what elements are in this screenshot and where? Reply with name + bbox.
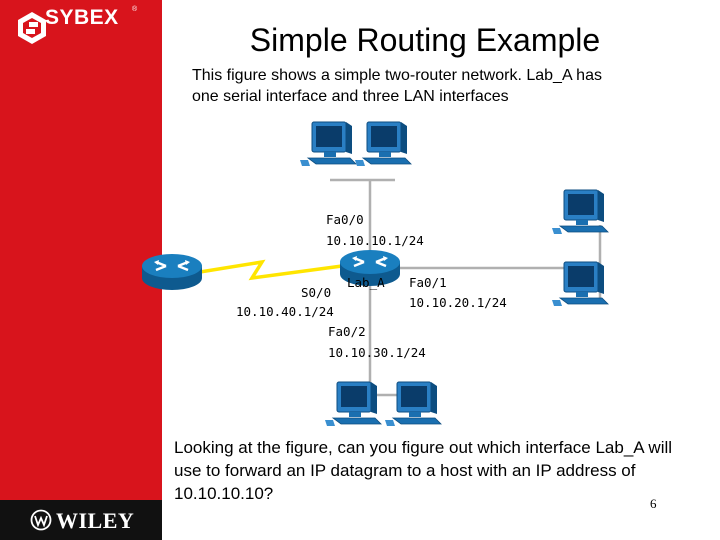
fa02-ip-label: 10.10.30.1/24 — [328, 345, 426, 360]
fa01-ip-label: 10.10.20.1/24 — [409, 295, 507, 310]
pc-icon — [354, 121, 412, 167]
pc-icon — [551, 189, 609, 235]
slide-question-text: Looking at the figure, can you figure ou… — [174, 438, 673, 503]
s00-ip-label: 10.10.40.1/24 — [236, 304, 334, 319]
wiley-footer-bar — [0, 500, 162, 540]
s00-interface-label: S0/0 — [301, 285, 331, 300]
wiley-emblem-icon — [30, 509, 52, 531]
trademark-symbol: ® — [132, 6, 138, 13]
pc-icon — [324, 381, 382, 427]
fa02-interface-label: Fa0/2 — [328, 324, 366, 339]
fa01-interface-label: Fa0/1 — [409, 275, 447, 290]
wiley-wordmark: WILEY — [56, 508, 135, 533]
brand-sidebar — [0, 0, 162, 540]
sybex-wordmark: SYBEX — [45, 6, 119, 29]
slide-intro-text: This figure shows a simple two-router ne… — [192, 67, 602, 105]
pc-icon — [299, 121, 357, 167]
sybex-logo-icon — [18, 12, 46, 44]
pc-icon — [384, 381, 442, 427]
router-name-label: Lab_A — [347, 275, 385, 290]
serial-link — [199, 259, 343, 281]
fa00-ip-label: 10.10.10.1/24 — [326, 233, 424, 248]
slide-title: Simple Routing Example — [249, 22, 601, 58]
fa00-interface-label: Fa0/0 — [326, 212, 364, 227]
page-number: 6 — [650, 496, 657, 511]
remote-router-icon — [140, 252, 204, 292]
